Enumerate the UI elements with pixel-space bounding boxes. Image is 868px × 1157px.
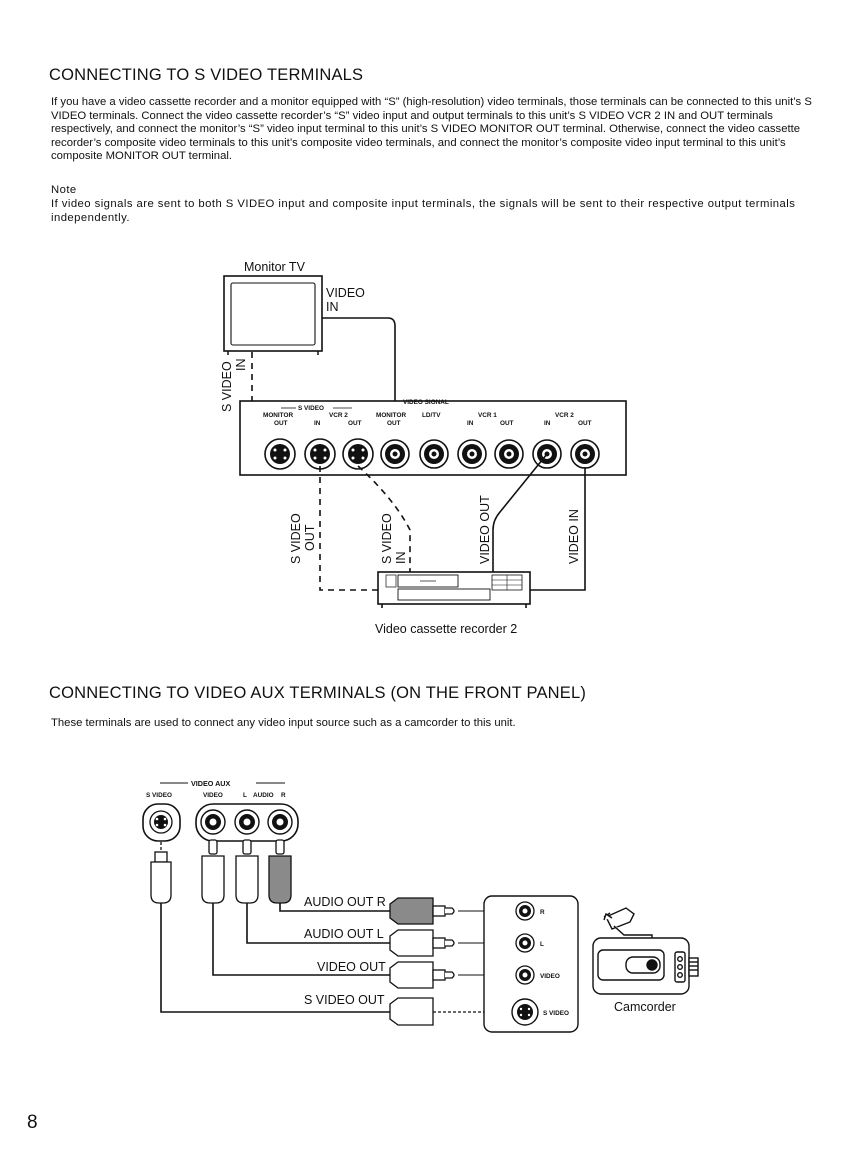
panel-vcr2-top: VCR 2 xyxy=(329,412,348,419)
video-aux-header: VIDEO AUX xyxy=(191,779,230,788)
jack-r-label: R xyxy=(540,909,545,916)
camcorder-jack-panel xyxy=(483,895,579,1033)
section-heading-s-video: CONNECTING TO S VIDEO TERMINALS xyxy=(49,66,364,84)
aux-audio-label: AUDIO xyxy=(253,792,274,799)
panel-vcr2-in: IN xyxy=(314,420,321,427)
s-video-out-cable xyxy=(319,466,378,591)
video-in-label-2: IN xyxy=(326,300,339,314)
s-video-in-monitor-label-2: IN xyxy=(234,359,248,372)
panel-video-signal-header: VIDEO SIGNAL xyxy=(403,399,449,406)
audio-out-l-label: AUDIO OUT L xyxy=(304,927,384,941)
aux-r-label: R xyxy=(281,792,286,799)
video-cable xyxy=(212,903,390,976)
aux-s-video-jack xyxy=(142,803,181,842)
camcorder-illustration xyxy=(592,907,699,995)
panel-vcr1: VCR 1 xyxy=(478,412,497,419)
note-body: If video signals are sent to both S VIDE… xyxy=(51,198,796,224)
cable-s-video-in-label-2: IN xyxy=(394,552,408,565)
panel-vcr2b: VCR 2 xyxy=(555,412,574,419)
monitor-video-cable xyxy=(322,317,396,448)
aux-plugs xyxy=(150,839,292,904)
panel-vcr1-in: IN xyxy=(467,420,474,427)
s-video-cable xyxy=(160,903,390,1013)
video-out-label: VIDEO OUT xyxy=(317,960,386,974)
cable-s-video-out-label-1: S VIDEO xyxy=(289,513,303,564)
aux-rca-jacks xyxy=(195,803,299,842)
s-video-vcr2-in-jack xyxy=(304,438,336,470)
jack-l-label: L xyxy=(540,941,544,948)
vcr-label: Video cassette recorder 2 xyxy=(375,622,517,636)
audio-out-r-label: AUDIO OUT R xyxy=(304,895,386,909)
video-out-cable xyxy=(492,453,548,572)
s-video-in-monitor-label: S VIDEO xyxy=(220,361,234,412)
video-in-cable xyxy=(530,467,586,591)
panel-monitor-out: OUT xyxy=(274,420,288,427)
s-video-monitor-out-jack xyxy=(264,438,296,470)
cable-video-in-label: VIDEO IN xyxy=(567,509,581,564)
section-body-s-video: If you have a video cassette recorder an… xyxy=(51,96,812,162)
aux-s-video-label: S VIDEO xyxy=(146,792,172,799)
panel-vcr1-out: OUT xyxy=(500,420,514,427)
s-video-out-label: S VIDEO OUT xyxy=(304,993,385,1007)
vcr-illustration xyxy=(377,571,531,608)
video-in-label-1: VIDEO xyxy=(326,286,365,300)
jack-s-video-label: S VIDEO xyxy=(543,1010,569,1017)
monitor-tv-illustration xyxy=(223,275,323,355)
cable-s-video-out-label-2: OUT xyxy=(303,524,317,551)
panel-vcr2-out: OUT xyxy=(348,420,362,427)
section-heading-video-aux: CONNECTING TO VIDEO AUX TERMINALS (ON TH… xyxy=(49,684,587,702)
s-video-vcr2-out-jack xyxy=(342,438,374,470)
panel-ldtv: LD/TV xyxy=(422,412,441,419)
panel-vcr2b-out: OUT xyxy=(578,420,592,427)
monitor-tv-label: Monitor TV xyxy=(244,260,306,274)
panel-monitor-v-top: MONITOR xyxy=(376,412,406,419)
panel-monitor-v-out: OUT xyxy=(387,420,401,427)
audio-l-cable xyxy=(246,903,390,944)
page-number: 8 xyxy=(27,1112,38,1133)
aux-l-label: L xyxy=(243,792,247,799)
panel-vcr2b-in: IN xyxy=(544,420,551,427)
aux-video-label: VIDEO xyxy=(203,792,223,799)
jack-video-label: VIDEO xyxy=(540,973,560,980)
audio-r-cable xyxy=(279,903,390,912)
section-body-video-aux: These terminals are used to connect any … xyxy=(51,717,516,729)
cable-video-out-label: VIDEO OUT xyxy=(478,495,492,564)
s-video-in-cable xyxy=(357,465,411,572)
panel-monitor-top: MONITOR xyxy=(263,412,293,419)
camcorder-label: Camcorder xyxy=(614,1000,676,1014)
note-title: Note xyxy=(51,184,77,196)
camcorder-jacks xyxy=(511,901,539,1026)
panel-s-video-header: S VIDEO xyxy=(298,405,324,412)
cable-s-video-in-label-1: S VIDEO xyxy=(380,513,394,564)
